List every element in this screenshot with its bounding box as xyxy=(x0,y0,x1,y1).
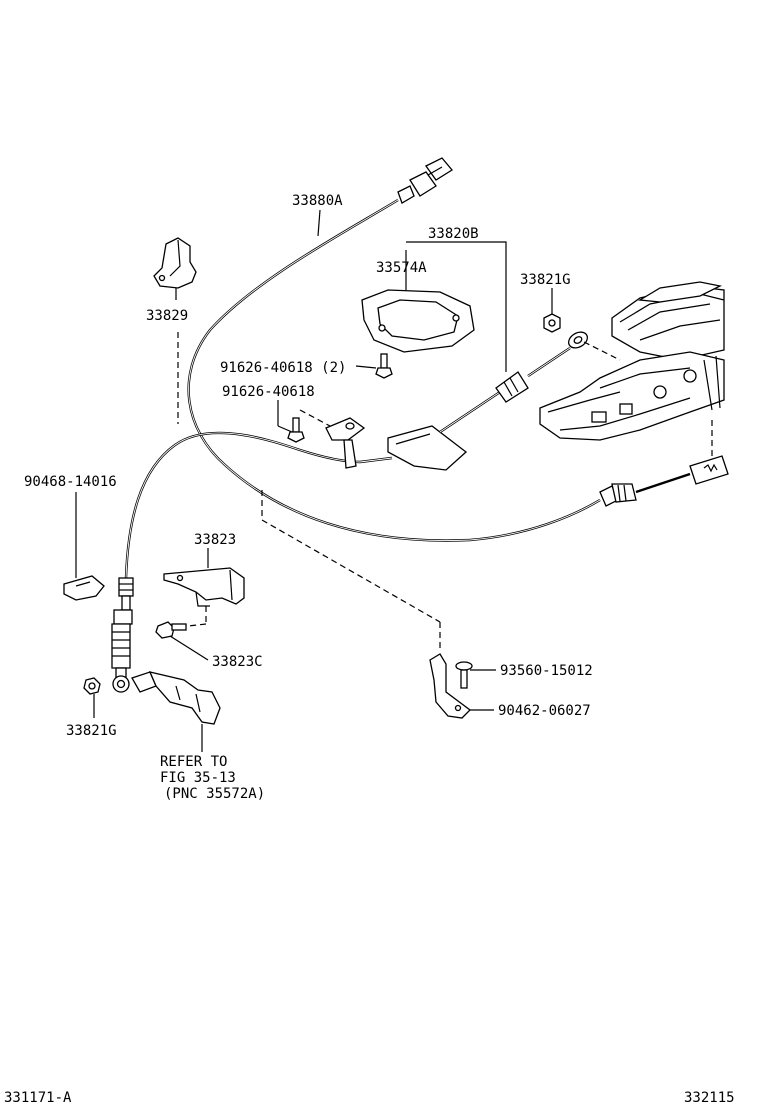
refer-line-3: (PNC 35572A) xyxy=(164,786,265,802)
label-91626-2: 91626-40618 (2) xyxy=(220,360,346,376)
label-33820B: 33820B xyxy=(428,226,479,242)
shifter-mechanism xyxy=(539,281,725,441)
label-91626: 91626-40618 xyxy=(222,384,315,400)
label-90468: 90468-14016 xyxy=(24,474,117,490)
cable-33880A xyxy=(187,157,729,542)
label-93560: 93560-15012 xyxy=(500,663,593,679)
label-33823: 33823 xyxy=(194,532,236,548)
cable-end-fitting xyxy=(111,577,134,693)
nut-33821G-bottom xyxy=(83,677,101,695)
label-33574A: 33574A xyxy=(376,260,427,276)
bolt-33823C xyxy=(155,621,187,639)
label-33823C: 33823C xyxy=(212,654,263,670)
bolt-91626-2 xyxy=(375,353,393,379)
bracket-33829 xyxy=(153,237,197,289)
refer-line-2: FIG 35-13 xyxy=(160,770,236,786)
clip-90468 xyxy=(63,575,105,601)
label-33821G-bottom: 33821G xyxy=(66,723,117,739)
cable-clamp-bracket xyxy=(325,417,366,469)
nut-33821G-top xyxy=(543,313,561,333)
cable-shift xyxy=(124,431,393,579)
footer-left-code: 331171-A xyxy=(4,1090,72,1106)
shift-cable-assembly xyxy=(387,331,588,471)
refer-line-1: REFER TO xyxy=(160,754,227,770)
bracket-33823 xyxy=(163,567,245,607)
footer-right-code: 332115 xyxy=(684,1090,735,1106)
bezel-33574A xyxy=(361,289,475,353)
label-33829: 33829 xyxy=(146,308,188,324)
label-33880A: 33880A xyxy=(292,193,343,209)
label-90462: 90462-06027 xyxy=(498,703,591,719)
label-33821G-top: 33821G xyxy=(520,272,571,288)
bolt-93560 xyxy=(455,661,473,689)
link-refer-35572A xyxy=(131,671,221,725)
bolt-91626 xyxy=(287,417,305,443)
